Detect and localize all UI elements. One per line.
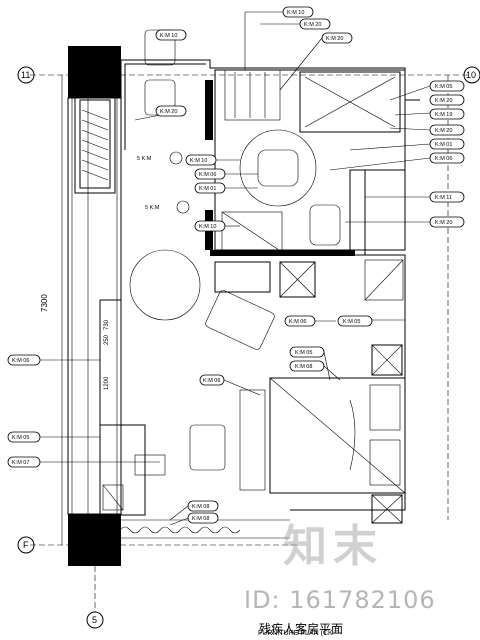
- tag-callout: K:M 10: [282, 6, 314, 18]
- tag-callout: K:M 06: [7, 354, 41, 366]
- svg-text:F: F: [23, 540, 29, 550]
- window-left: [67, 97, 122, 515]
- svg-text:K:M 08: K:M 08: [192, 516, 209, 522]
- wardrobe: [79, 99, 111, 189]
- tag-callout: K:M 01: [194, 182, 226, 194]
- tag-callout: K:M 20: [321, 32, 353, 44]
- tag-callout: K:M 06: [194, 168, 226, 180]
- tag-callout: K:M 20: [155, 105, 187, 117]
- svg-text:K:M 01: K:M 01: [435, 142, 452, 148]
- svg-text:K:M 06: K:M 06: [435, 156, 452, 162]
- svg-text:K:M 05: K:M 05: [343, 319, 360, 325]
- tag-callout: K:M 10: [185, 154, 217, 166]
- svg-text:10: 10: [466, 70, 476, 80]
- svg-text:K:M 07: K:M 07: [12, 460, 29, 466]
- svg-text:K:M 20: K:M 20: [435, 98, 452, 104]
- svg-text:K:M 05: K:M 05: [295, 350, 312, 356]
- dimension-small-a: 250: [104, 334, 110, 345]
- tag-callout: K:M 10: [194, 220, 226, 232]
- tag-callout: K:M 05: [7, 431, 41, 443]
- tag-callout: K:M 05: [429, 80, 465, 92]
- svg-text:K:M 11: K:M 11: [435, 195, 452, 201]
- column-bottom-left: [68, 514, 121, 566]
- nightstands: [371, 344, 403, 524]
- dimension-overall: 7300: [40, 75, 63, 545]
- dimension-inner: 730: [104, 319, 110, 330]
- room-walls: [99, 59, 420, 514]
- tag-callout: K:M 10: [155, 29, 187, 41]
- grid-bubble-bottom-left: F: [17, 536, 35, 554]
- svg-text:11: 11: [21, 70, 30, 80]
- plan-title: 残疾人客房平面: [259, 622, 344, 636]
- svg-text:K:M 05: K:M 05: [12, 435, 29, 441]
- svg-text:K:M 10: K:M 10: [190, 158, 207, 164]
- svg-text:K:M 10: K:M 10: [199, 224, 216, 230]
- tag-callout: K:M 19: [429, 108, 465, 120]
- tag-callout: K:M 20: [429, 216, 465, 228]
- tag-callout: K:M 20: [299, 18, 331, 30]
- svg-text:7300: 7300: [40, 294, 49, 312]
- watermark-id: ID: 161782106: [244, 586, 436, 614]
- svg-text:K:M 10: K:M 10: [160, 33, 177, 39]
- tag-callout: K:M 05: [289, 346, 325, 358]
- svg-text:K:M 10: K:M 10: [287, 10, 304, 16]
- svg-text:K:M 06: K:M 06: [203, 378, 220, 384]
- tag-callout: K:M 07: [7, 456, 41, 468]
- tag-leaders: [40, 11, 431, 526]
- tag-callout: K:M 01: [429, 138, 465, 150]
- svg-text:K:M 01: K:M 01: [199, 186, 216, 192]
- svg-text:K:M 06: K:M 06: [199, 172, 216, 178]
- wheelchair-icons: [129, 29, 275, 471]
- tag-callout: K:M 06: [284, 315, 316, 327]
- section-mark-2: 5 K:M: [145, 200, 190, 214]
- tag-callout: K:M 08: [289, 360, 325, 372]
- tag-callout: K:M 06: [429, 152, 465, 164]
- tag-callout: K:M 08: [187, 512, 219, 524]
- svg-text:K:M 08: K:M 08: [295, 364, 312, 370]
- tag-callout: K:M 20: [429, 124, 465, 136]
- bed: [269, 377, 406, 494]
- svg-text:K:M 06: K:M 06: [12, 358, 29, 364]
- svg-text:K:M 06: K:M 06: [289, 319, 306, 325]
- watermark-logo: 知末: [283, 521, 383, 572]
- svg-text:K:M 05: K:M 05: [435, 84, 452, 90]
- section-mark-1: 5 K:M: [137, 151, 183, 165]
- column-top-left: [68, 46, 121, 98]
- tag-callout: K:M 11: [429, 191, 465, 203]
- grid-bubble-right: 10: [463, 66, 480, 84]
- bathroom: [205, 69, 406, 256]
- tag-callout: K:M 20: [429, 94, 465, 106]
- svg-text:K:M 08: K:M 08: [192, 504, 209, 510]
- svg-text:K:M 19: K:M 19: [435, 112, 452, 118]
- plan-subtitle: FURNITURE PLAN (CK: [258, 630, 333, 637]
- svg-text:5: 5: [92, 615, 97, 625]
- svg-text:K:M 20: K:M 20: [435, 220, 452, 226]
- tag-callout: K:M 05: [337, 315, 373, 327]
- svg-text:K:M 20: K:M 20: [326, 36, 343, 42]
- svg-text:K:M 20: K:M 20: [435, 128, 452, 134]
- svg-text:5 K:M: 5 K:M: [137, 156, 152, 162]
- desk: [99, 389, 266, 516]
- svg-text:K:M 20: K:M 20: [304, 22, 321, 28]
- grid-bubble-bottom: 5: [86, 611, 104, 629]
- tag-callout: K:M 06: [199, 374, 225, 386]
- dimension-small-b: 1200: [104, 376, 110, 390]
- svg-text:K:M 20: K:M 20: [160, 109, 177, 115]
- tag-callout: K:M 08: [187, 500, 219, 512]
- right-closet: [350, 169, 404, 301]
- shelf-unit: [214, 261, 316, 298]
- svg-text:5 K:M: 5 K:M: [145, 205, 160, 211]
- grid-bubble-top-left: 11: [17, 66, 35, 84]
